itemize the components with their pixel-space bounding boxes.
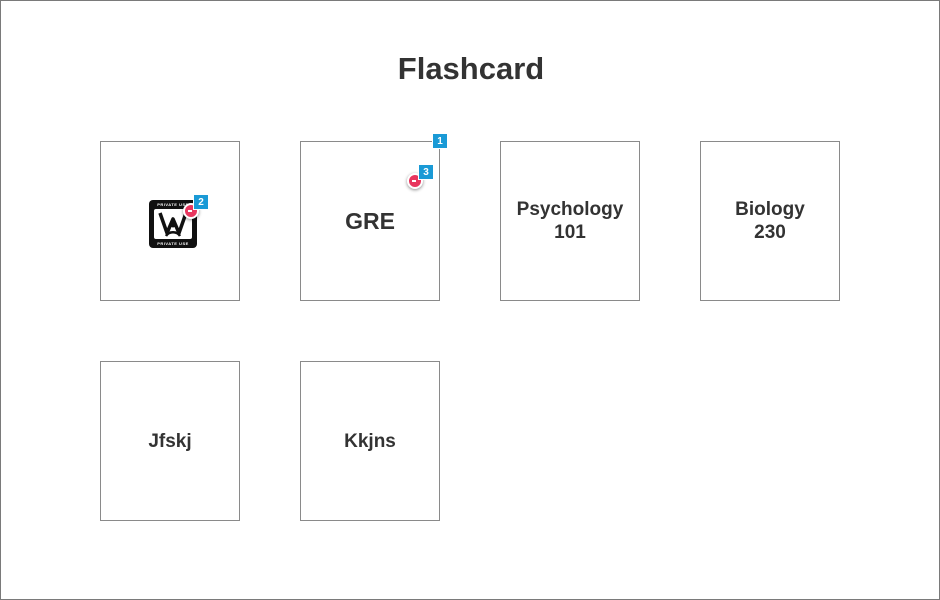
deck-card-label: Psychology 101 [516, 199, 624, 243]
deck-card-label: GRE [345, 207, 395, 234]
logo-monogram-icon [158, 212, 188, 237]
deck-card-jfskj[interactable]: Jfskj [100, 361, 240, 521]
deck-card-label: Jfskj [148, 430, 192, 452]
annotation-badge-3: 3 [418, 164, 434, 180]
deck-card-kkjns[interactable]: Kkjns [300, 361, 440, 521]
annotation-badge-1: 1 [432, 133, 448, 149]
annotation-badge-2: 2 [193, 194, 209, 210]
deck-card-label: Biology 230 [735, 199, 805, 243]
deck-card-label: Kkjns [344, 430, 396, 452]
deck-card-biology[interactable]: Biology 230 [700, 141, 840, 301]
logo-top-text: PRIVATE USE [157, 202, 189, 207]
deck-card-gre[interactable]: GRE 3 1 [300, 133, 448, 301]
logo-bottom-text: PRIVATE USE [157, 241, 189, 246]
page-title: Flashcard [397, 51, 545, 86]
deck-card-logo[interactable]: PRIVATE USE PRIVATE USE 2 [100, 141, 240, 301]
deck-card-psychology[interactable]: Psychology 101 [500, 141, 640, 301]
